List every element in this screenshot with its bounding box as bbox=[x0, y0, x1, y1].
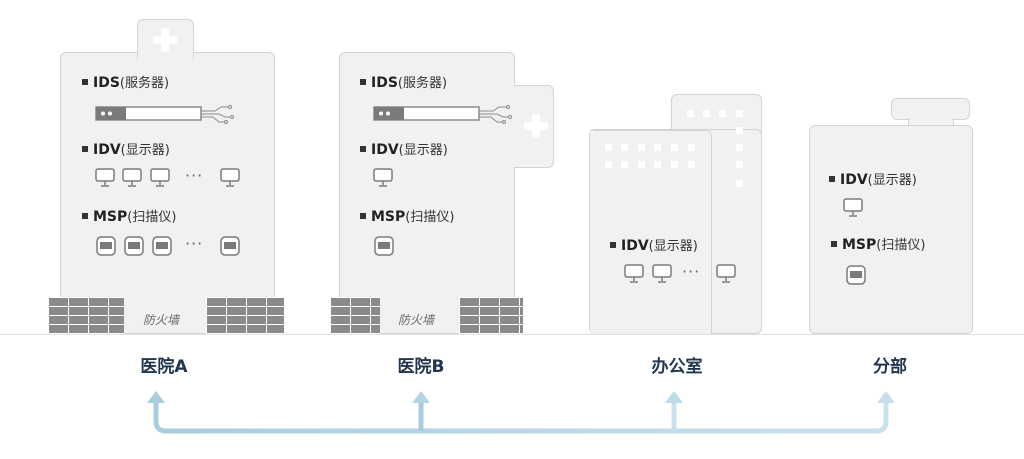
firewall-label: 防火墙 bbox=[398, 313, 435, 327]
monitor-icon bbox=[843, 198, 863, 217]
ids-section-label: IDS(服务器) bbox=[82, 74, 169, 93]
scanner-icon bbox=[152, 236, 172, 256]
hospital-b-building bbox=[339, 52, 515, 334]
scanner-icon bbox=[374, 236, 394, 256]
idv-section-label: IDV(显示器) bbox=[610, 237, 698, 256]
firewall-icon bbox=[48, 297, 124, 334]
idv-section-label: IDV(显示器) bbox=[829, 171, 917, 190]
site-label-hospital-a: 医院A bbox=[140, 357, 188, 377]
site-label-hospital-b: 医院B bbox=[397, 357, 445, 377]
arrow-up-icon bbox=[147, 391, 165, 403]
ground-line bbox=[0, 334, 1024, 335]
monitor-icon bbox=[95, 168, 115, 187]
server-icon bbox=[95, 105, 234, 124]
firewall-label: 防火墙 bbox=[143, 313, 180, 327]
ellipsis: ··· bbox=[185, 234, 204, 253]
network-connector bbox=[147, 391, 895, 434]
arrow-up-icon bbox=[877, 391, 895, 403]
monitor-icon bbox=[716, 264, 736, 283]
ellipsis: ··· bbox=[682, 262, 701, 281]
idv-section-label: IDV(显示器) bbox=[82, 141, 170, 160]
hospital-a-building bbox=[60, 52, 275, 334]
site-label-branch: 分部 bbox=[873, 357, 907, 377]
monitor-icon bbox=[150, 168, 170, 187]
scanner-icon bbox=[96, 236, 116, 256]
monitor-icon bbox=[373, 168, 393, 187]
firewall-icon bbox=[206, 297, 284, 334]
hospital-cross-icon bbox=[524, 114, 548, 138]
hospital-cross-icon bbox=[153, 28, 177, 52]
firewall-icon bbox=[330, 297, 380, 334]
arrow-up-icon bbox=[665, 391, 683, 403]
arrow-up-icon bbox=[412, 391, 430, 403]
msp-section-label: MSP(扫描仪) bbox=[831, 236, 925, 255]
msp-section-label: MSP(扫描仪) bbox=[360, 208, 454, 227]
site-label-office: 办公室 bbox=[651, 357, 703, 377]
monitor-icon bbox=[624, 264, 644, 283]
monitor-icon bbox=[122, 168, 142, 187]
monitor-icon bbox=[652, 264, 672, 283]
msp-section-label: MSP(扫描仪) bbox=[82, 208, 176, 227]
scanner-icon bbox=[124, 236, 144, 256]
ellipsis: ··· bbox=[185, 166, 204, 185]
branch-sign-post bbox=[908, 118, 954, 126]
monitor-icon bbox=[220, 168, 240, 187]
scanner-icon bbox=[220, 236, 240, 256]
firewall-icon bbox=[459, 297, 523, 334]
server-icon bbox=[373, 105, 512, 124]
scanner-icon bbox=[846, 265, 866, 285]
ids-section-label: IDS(服务器) bbox=[360, 74, 447, 93]
branch-building bbox=[809, 125, 973, 334]
idv-section-label: IDV(显示器) bbox=[360, 141, 448, 160]
branch-roof-sign bbox=[891, 98, 970, 120]
